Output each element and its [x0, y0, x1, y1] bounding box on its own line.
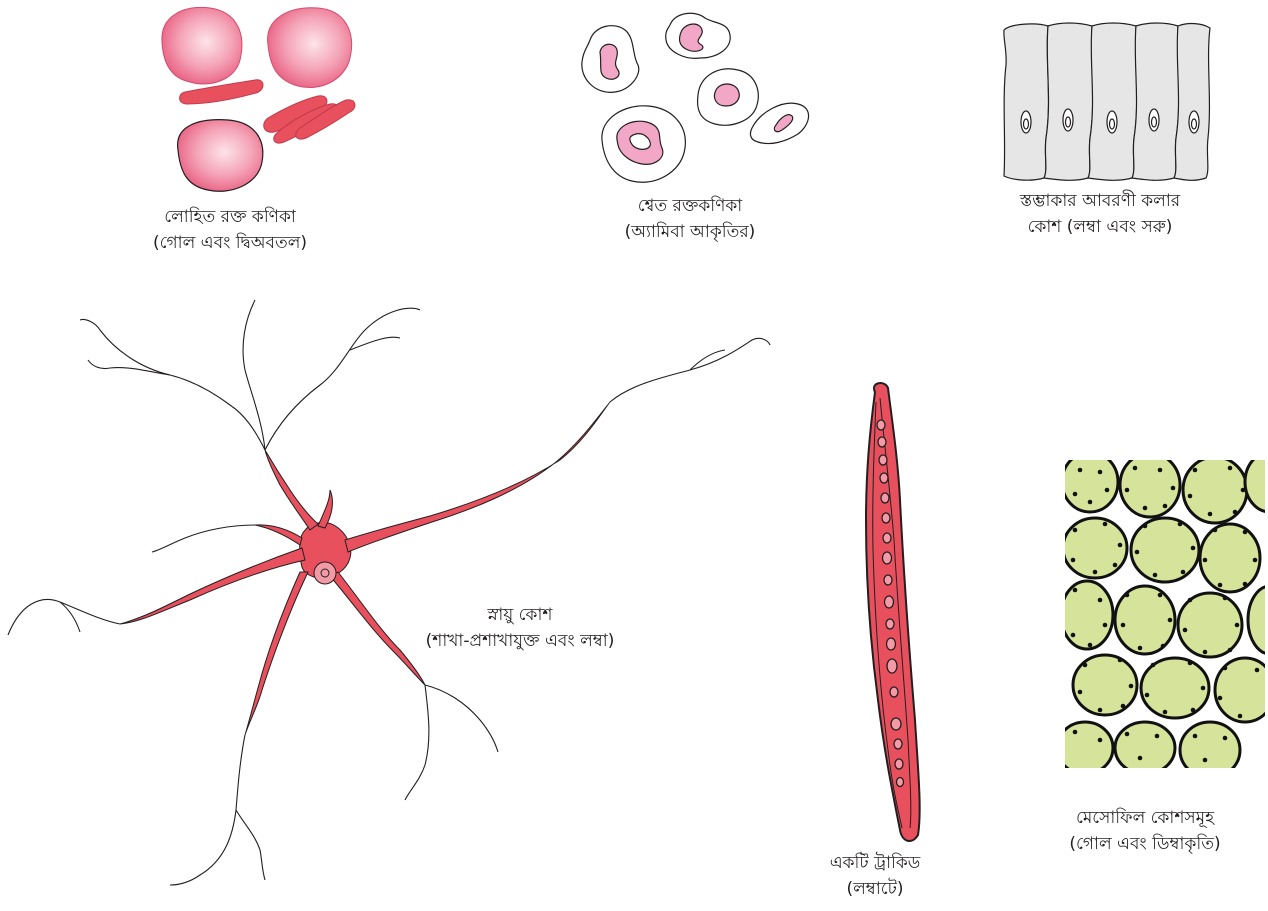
- wbc-cell: [602, 106, 685, 182]
- mesophyll-caption: মেসোফিল কোশসমূহ (গোল এবং ডিম্বাকৃতি): [1030, 805, 1260, 857]
- wbc-illustration: [570, 0, 820, 200]
- mesophyll-cell: [1120, 453, 1180, 517]
- mesophyll-cell: [1200, 524, 1260, 592]
- rbc-caption: লোহিত রক্ত কণিকা (গোল এবং দ্বিঅবতল): [120, 204, 340, 256]
- columnar-cell: [1132, 23, 1179, 180]
- mesophyll-cell: [1180, 722, 1240, 778]
- neuron-body: [120, 402, 610, 735]
- columnar-cell: [1044, 23, 1093, 180]
- tracheid-caption: একটি ট্রাকিড (লম্বাটে): [800, 850, 950, 902]
- columnar-caption-line2: কোশ (লম্বা এবং সরু): [980, 214, 1220, 240]
- mesophyll-cell: [1063, 518, 1127, 578]
- neuron-caption: স্নায়ু কোশ (শাখা-প্রশাখাযুক্ত এবং লম্বা…: [380, 602, 660, 654]
- mesophyll-caption-line2: (গোল এবং ডিম্বাকৃতি): [1030, 831, 1260, 857]
- tracheid-caption-line2: (লম্বাটে): [800, 876, 950, 902]
- tracheid-caption-line1: একটি ট্রাকিড: [800, 850, 950, 876]
- mesophyll-illustration: [1065, 460, 1265, 768]
- mesophyll-cell: [1057, 722, 1113, 774]
- mesophyll-cell: [1115, 586, 1175, 654]
- neuron-nucleus: [314, 562, 336, 584]
- mesophyll-cell: [1073, 655, 1137, 715]
- columnar-cell: [1088, 23, 1137, 180]
- mesophyll-cell: [1141, 658, 1209, 718]
- mesophyll-cell: [1061, 581, 1113, 649]
- columnar-caption: স্তম্ভাকার আবরণী কলার কোশ (লম্বা এবং সরু…: [980, 188, 1220, 240]
- neuron-illustration: [0, 290, 780, 890]
- rbc-illustration: [150, 0, 380, 200]
- columnar-cell: [1004, 24, 1049, 180]
- neuron-caption-line2: (শাখা-প্রশাখাযুক্ত এবং লম্বা): [380, 628, 660, 654]
- neuron-dendrites: [8, 300, 770, 885]
- wbc-cell: [750, 103, 808, 143]
- mesophyll-cell: [1183, 457, 1247, 523]
- rbc-disc: [162, 7, 242, 83]
- columnar-cell: [1174, 24, 1210, 181]
- wbc-cell: [698, 69, 759, 125]
- wbc-caption: শ্বেত রক্তকণিকা (অ্যামিবা আকৃতির): [580, 193, 800, 245]
- rbc-caption-line1: লোহিত রক্ত কণিকা: [120, 204, 340, 230]
- columnar-caption-line1: স্তম্ভাকার আবরণী কলার: [980, 188, 1220, 214]
- rbc-caption-line2: (গোল এবং দ্বিঅবতল): [120, 230, 340, 256]
- mesophyll-cell: [1131, 518, 1199, 582]
- tracheid-cell: [866, 383, 920, 841]
- rbc-disc: [178, 120, 263, 192]
- mesophyll-cell: [1115, 722, 1175, 774]
- neuron-caption-line1: স্নায়ু কোশ: [380, 602, 660, 628]
- mesophyll-caption-line1: মেসোফিল কোশসমূহ: [1030, 805, 1260, 831]
- wbc-cell: [582, 26, 639, 93]
- wbc-cell: [666, 13, 730, 58]
- wbc-caption-line2: (অ্যামিবা আকৃতির): [580, 219, 800, 245]
- mesophyll-cell: [1178, 593, 1242, 657]
- columnar-illustration: [1000, 20, 1215, 185]
- wbc-caption-line1: শ্বেত রক্তকণিকা: [580, 193, 800, 219]
- rbc-disc: [268, 8, 352, 88]
- tracheid-illustration: [840, 380, 940, 850]
